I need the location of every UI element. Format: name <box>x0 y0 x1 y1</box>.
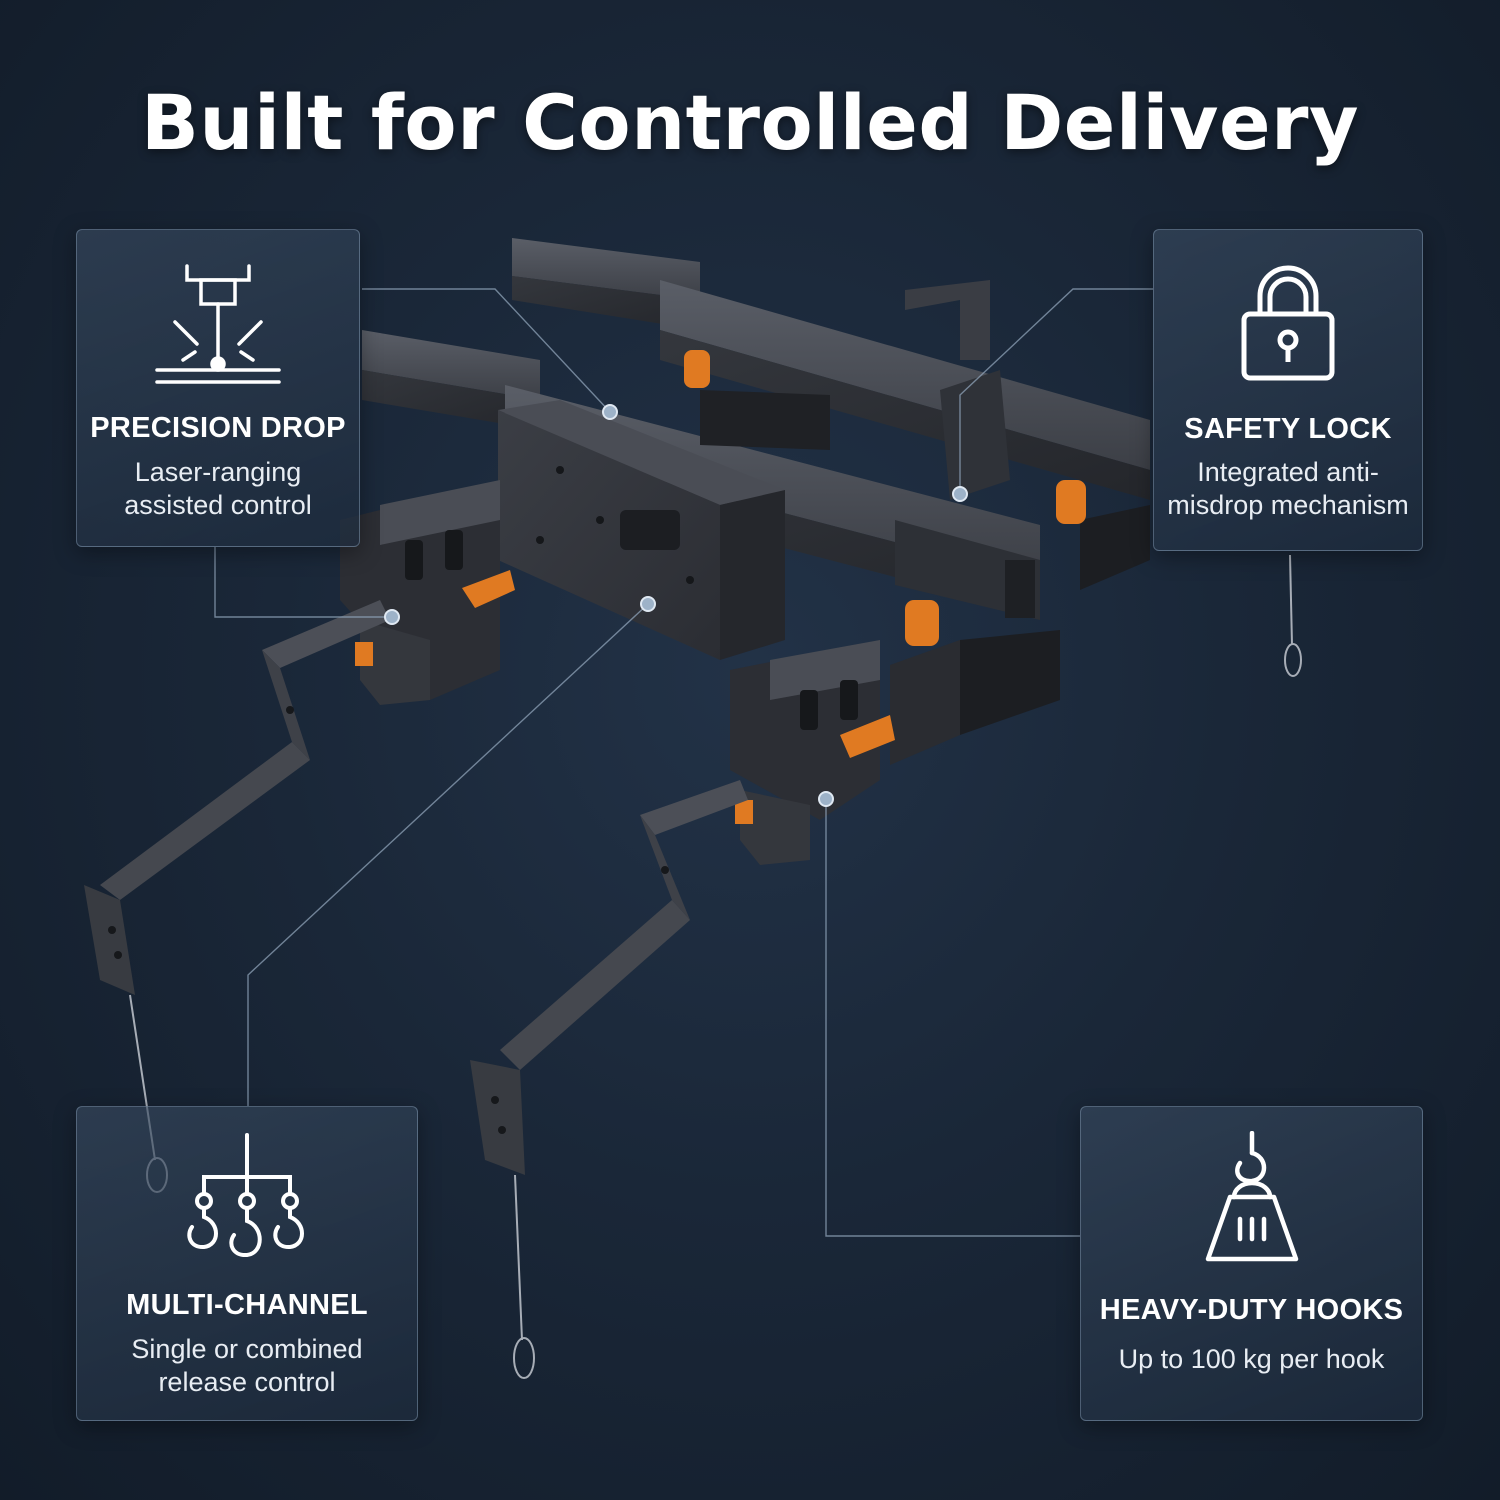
leader-lines <box>214 288 1153 1237</box>
feature-description: Integrated anti-misdrop mechanism <box>1167 457 1409 520</box>
right-release-unit <box>730 640 895 865</box>
motor-blocks <box>700 390 1150 765</box>
hook-weight-icon <box>1081 1131 1422 1263</box>
feature-heading: MULTI-CHANNEL <box>126 1289 368 1321</box>
feature-card-safety-lock: SAFETY LOCK Integrated anti-misdrop mech… <box>1153 229 1423 551</box>
left-release-unit <box>340 480 515 705</box>
feature-heading: SAFETY LOCK <box>1184 413 1392 445</box>
feature-heading: HEAVY-DUTY HOOKS <box>1099 1294 1404 1326</box>
padlock-icon <box>1154 264 1422 384</box>
latch-accents <box>684 350 1086 646</box>
feature-heading: PRECISION DROP <box>90 412 346 444</box>
leader-dots <box>384 404 968 807</box>
feature-description: Laser-ranging assisted control <box>124 457 312 520</box>
rear-crossbar <box>512 238 1150 500</box>
feature-card-precision-drop: PRECISION DROP Laser-ranging assisted co… <box>76 229 360 547</box>
left-arm <box>84 600 390 995</box>
right-bracket <box>905 280 1010 500</box>
page-title: Built for Controlled Delivery <box>140 78 1360 167</box>
right-arm <box>470 780 748 1175</box>
laser-target-icon <box>77 260 359 390</box>
feature-card-heavy-duty-hooks: HEAVY-DUTY HOOKS Up to 100 kg per hook <box>1080 1106 1423 1421</box>
central-control-box <box>498 400 785 660</box>
triple-hook-icon <box>77 1133 417 1265</box>
feature-card-multi-channel: MULTI-CHANNEL Single or combined release… <box>76 1106 418 1421</box>
feature-description: Up to 100 kg per hook <box>1118 1344 1385 1374</box>
feature-description: Single or combined release control <box>131 1334 363 1397</box>
